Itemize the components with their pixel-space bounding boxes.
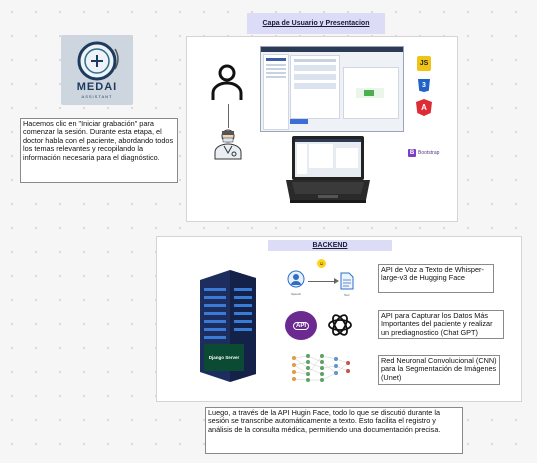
app-screenshot <box>260 46 404 132</box>
api-icon: API <box>285 311 317 340</box>
arrow-head-icon <box>334 278 339 284</box>
laptop-image <box>282 134 374 210</box>
transcription-note: Luego, a través de la API Hugin Face, to… <box>205 407 463 454</box>
user-doctor-connector <box>228 104 229 128</box>
speech-icon <box>287 270 305 290</box>
bootstrap-badge: B Bootstrap <box>408 148 440 157</box>
chatgpt-icon <box>325 310 355 340</box>
backend-title: BACKEND <box>268 240 392 251</box>
backend-item-chatgpt: API para Capturar los Datos Más Importan… <box>378 310 504 339</box>
doctor-icon <box>212 128 244 160</box>
start-recording-note: Hacemos clic en "Iniciar grabación" para… <box>20 118 178 183</box>
medai-logo: MEDAI ASSISTANT <box>61 35 133 105</box>
angular-icon: A <box>416 99 432 116</box>
frontend-title: Capa de Usuario y Presentacion <box>247 13 385 34</box>
bootstrap-icon: B <box>408 148 416 157</box>
text-document-icon <box>340 272 354 290</box>
backend-item-whisper: API de Voz a Texto de Whisper-large-v3 d… <box>378 264 494 293</box>
css3-icon: 3 <box>418 79 430 92</box>
speech-caption: Speech <box>291 292 302 296</box>
speech-to-text-arrow <box>308 281 336 282</box>
javascript-icon: JS <box>417 56 431 71</box>
text-caption: Text <box>344 293 350 297</box>
user-icon <box>208 62 246 102</box>
django-server-label: Django Server <box>204 344 244 371</box>
cnn-diagram-icon <box>286 350 354 386</box>
huggingface-icon: ☺ <box>317 259 326 268</box>
backend-item-cnn: Red Neuronal Convolucional (CNN) para la… <box>378 355 500 385</box>
